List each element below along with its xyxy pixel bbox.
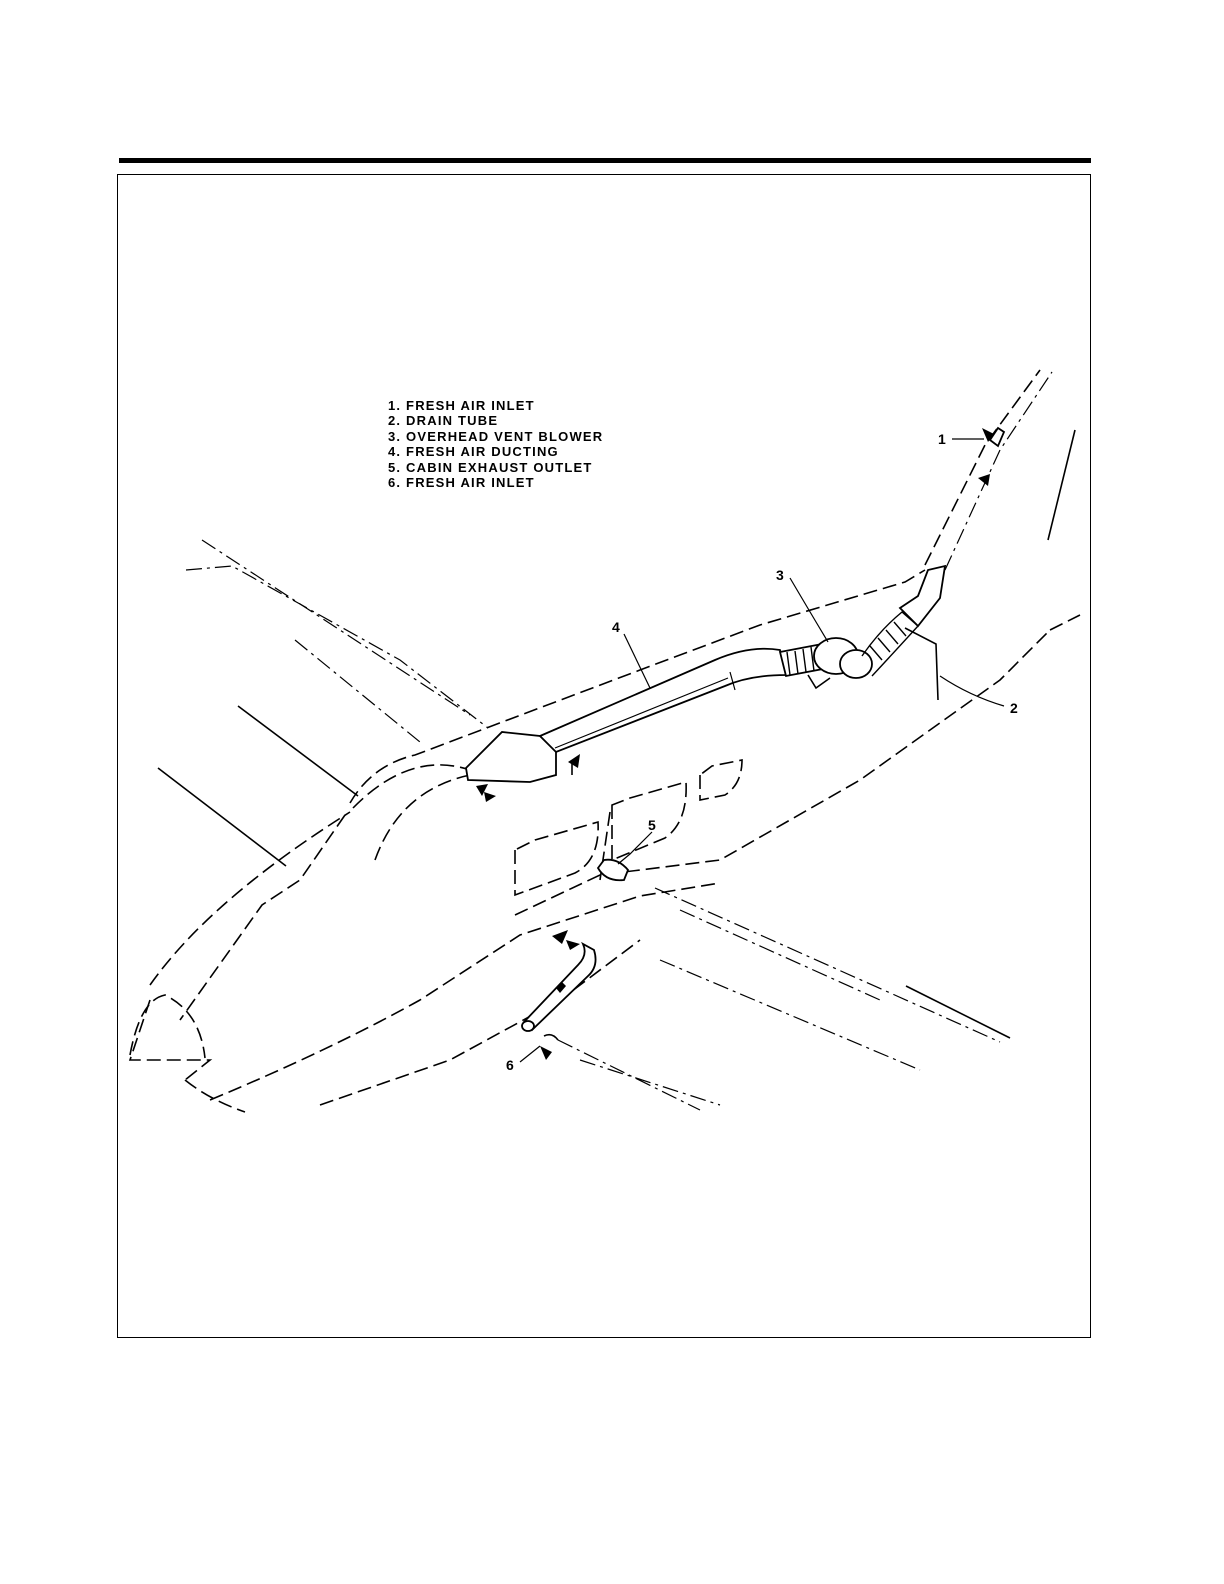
exhaust-outlet-body — [598, 860, 628, 881]
right-wing-rear-line — [580, 1060, 720, 1105]
vertical-stabilizer-leading-edge — [925, 370, 1040, 565]
leader-6 — [520, 1046, 540, 1062]
right-wing-rib-line — [660, 960, 920, 1070]
right-aileron-edge — [906, 986, 1010, 1038]
duct-tube — [540, 649, 786, 752]
leader-3 — [790, 578, 828, 642]
callout-1: 1 — [938, 431, 946, 447]
callout-2: 2 — [1010, 700, 1018, 716]
airflow-arrow-icon — [568, 754, 580, 768]
nose-lower-line — [185, 1080, 245, 1112]
cabin-window-rear — [700, 760, 742, 800]
windshield-lower — [375, 775, 470, 860]
aircraft-outline — [130, 370, 1080, 1112]
airflow-arrow-icon — [552, 930, 568, 944]
left-aileron-edge — [238, 706, 358, 796]
leader-2 — [940, 676, 1004, 706]
rudder-edge — [1048, 430, 1075, 540]
airflow-arrow-icon — [566, 940, 580, 950]
fresh-air-ducting — [466, 649, 786, 782]
cabin-exhaust-outlet — [598, 860, 628, 881]
cabin-top-line — [350, 570, 925, 803]
left-flap-edge — [158, 768, 286, 866]
duct-tube-seam — [555, 678, 728, 748]
left-wing-leading-edge — [202, 540, 470, 715]
right-wing-leading-edge — [655, 888, 1000, 1042]
drain-tube — [905, 628, 938, 700]
vertical-stabilizer-trailing-edge — [945, 372, 1052, 570]
left-wing-panel-line — [295, 640, 420, 742]
callout-3: 3 — [776, 567, 784, 583]
callout-5: 5 — [648, 817, 656, 833]
fresh-air-inlet-tail — [978, 428, 1004, 486]
tail-inlet-opening — [990, 428, 1004, 446]
right-wing-trailing-edge — [558, 1040, 700, 1110]
inlet-scoop-lip — [544, 1035, 558, 1040]
blower-fan — [840, 650, 872, 678]
fuselage-lower-line — [210, 883, 720, 1100]
left-wing-trailing-edge — [186, 566, 488, 728]
windshield-frame — [353, 765, 470, 808]
leader-5 — [618, 832, 652, 864]
overhead-vent-blower — [780, 566, 945, 688]
right-wing-panel-line — [680, 910, 880, 1000]
airflow-arrow-icon — [484, 792, 496, 802]
callout-6: 6 — [506, 1057, 514, 1073]
leader-4 — [624, 634, 650, 688]
cowling-side-line — [180, 815, 345, 1020]
blower-outlet-hatch — [870, 622, 906, 660]
airflow-arrow-icon — [540, 1046, 552, 1060]
blower-mount — [808, 675, 830, 688]
callout-4: 4 — [612, 619, 620, 635]
propeller-blade — [130, 1000, 210, 1080]
cabin-window-front — [515, 822, 598, 895]
stabilizer-edge — [1050, 615, 1080, 630]
drain-tube-line — [905, 628, 938, 700]
inlet-tube-mouth — [522, 1021, 534, 1031]
